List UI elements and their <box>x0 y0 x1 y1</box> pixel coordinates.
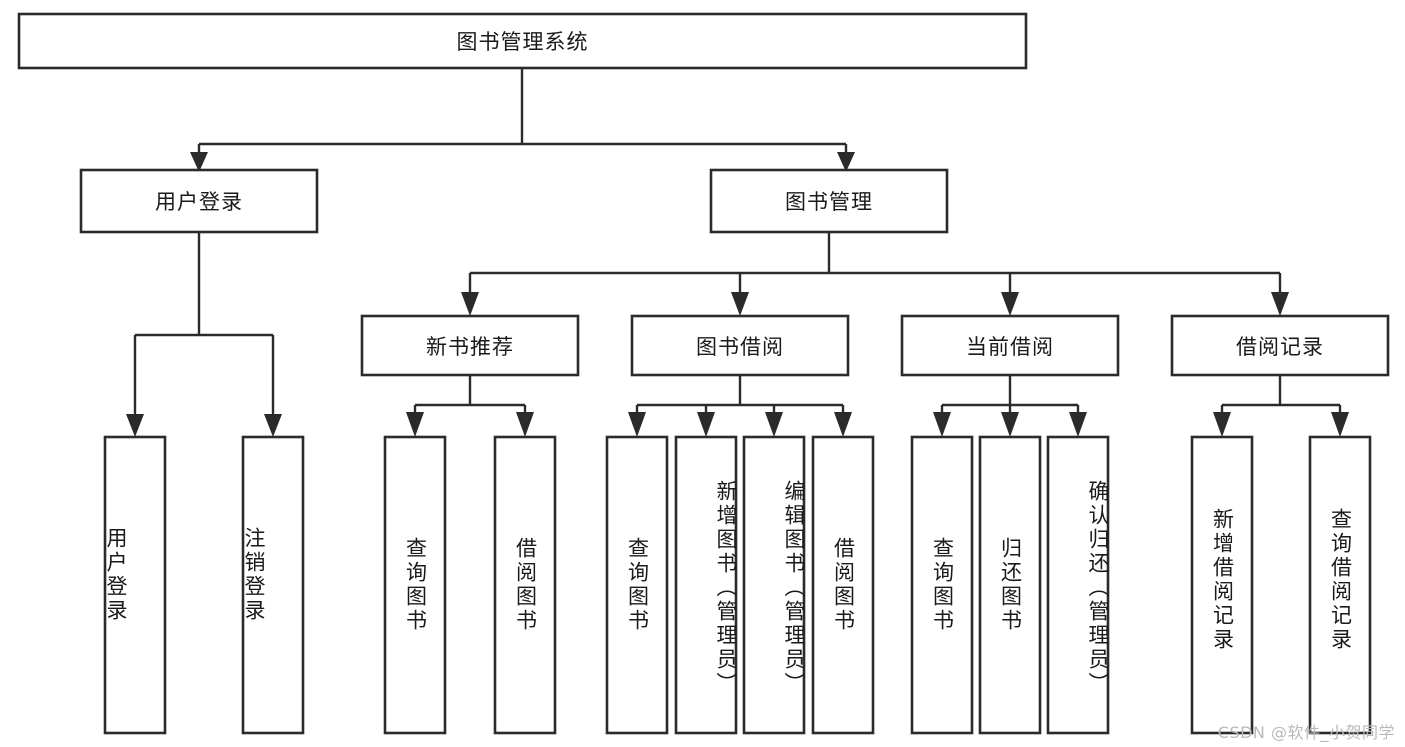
arrowhead-bookborrow-leaf3 <box>765 412 783 437</box>
node-box-root[interactable] <box>17 12 1028 70</box>
connector-group-root <box>190 68 855 172</box>
connector-group-bookmanage <box>461 232 1289 316</box>
node-box-leaf-add-record[interactable] <box>1190 435 1254 735</box>
arrowhead-newbook-leaf1 <box>406 412 424 437</box>
connector-group-userlogin <box>126 232 282 437</box>
arrowhead-borrowrecord-leaf1 <box>1213 412 1231 437</box>
connector-group-borrowrecord <box>1213 375 1349 437</box>
node-box-leaf-query-book-1[interactable] <box>383 435 447 735</box>
node-box-leaf-return-book[interactable] <box>978 435 1042 735</box>
node-box-leaf-borrow-book-1[interactable] <box>493 435 557 735</box>
arrowhead-bookborrow-leaf4 <box>834 412 852 437</box>
connector-group-bookborrow <box>628 375 852 437</box>
node-box-borrow-record[interactable] <box>1170 314 1390 377</box>
node-box-leaf-user-login[interactable] <box>103 435 167 735</box>
node-box-leaf-query-record[interactable] <box>1308 435 1372 735</box>
arrowhead-bookmanage-to-borrowrecord <box>1271 292 1289 316</box>
arrowhead-root-to-userlogin <box>190 152 208 172</box>
arrowhead-userlogin-leaf2 <box>264 414 282 437</box>
node-box-leaf-logout[interactable] <box>241 435 305 735</box>
node-box-leaf-confirm-return[interactable] <box>1046 435 1110 735</box>
arrowhead-currentborrow-leaf2 <box>1001 412 1019 437</box>
node-box-user-login[interactable] <box>79 168 319 234</box>
connector-group-newbook <box>406 375 534 437</box>
arrowhead-root-to-bookmanage <box>837 152 855 172</box>
arrowhead-bookmanage-to-bookborrow <box>731 292 749 316</box>
arrowhead-bookborrow-leaf1 <box>628 412 646 437</box>
arrowhead-currentborrow-leaf1 <box>933 412 951 437</box>
arrowhead-currentborrow-leaf3 <box>1069 412 1087 437</box>
csdn-watermark: CSDN @软件_小贺同学 <box>1217 723 1395 742</box>
node-box-book-manage[interactable] <box>709 168 949 234</box>
node-box-leaf-add-book[interactable] <box>674 435 738 735</box>
arrowhead-borrowrecord-leaf2 <box>1331 412 1349 437</box>
node-box-leaf-edit-book[interactable] <box>742 435 806 735</box>
connector-group-currentborrow <box>933 375 1087 437</box>
node-box-leaf-query-book-2[interactable] <box>605 435 669 735</box>
arrowhead-bookmanage-to-currentborrow <box>1001 292 1019 316</box>
node-box-new-book-rec[interactable] <box>360 314 580 377</box>
node-box-leaf-query-book-3[interactable] <box>910 435 974 735</box>
node-box-book-borrow[interactable] <box>630 314 850 377</box>
arrowhead-userlogin-leaf1 <box>126 414 144 437</box>
node-box-leaf-borrow-book-2[interactable] <box>811 435 875 735</box>
arrowhead-bookborrow-leaf2 <box>697 412 715 437</box>
node-box-current-borrow[interactable] <box>900 314 1120 377</box>
arrowhead-newbook-leaf2 <box>516 412 534 437</box>
arrowhead-bookmanage-to-newbook <box>461 292 479 316</box>
